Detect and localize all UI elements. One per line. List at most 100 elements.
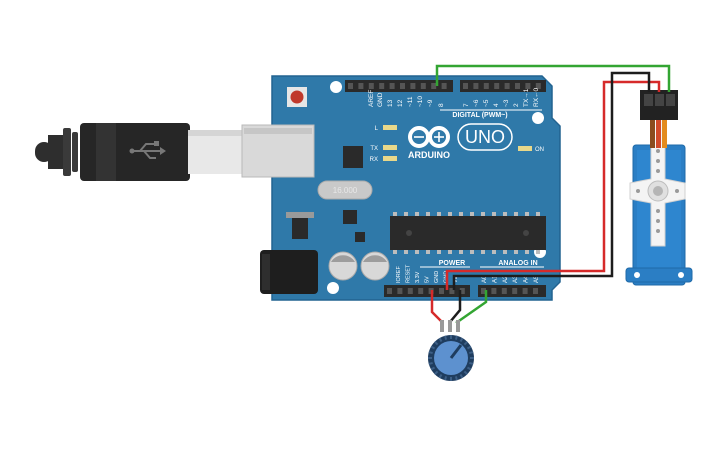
led-tx (383, 145, 397, 150)
wire-gnd-pot[interactable] (449, 290, 462, 323)
led-on (518, 146, 532, 151)
usb-icon (132, 143, 160, 159)
chip-pin (426, 212, 430, 216)
wire-5v-pot[interactable] (430, 290, 443, 323)
digital-pin-label: GND (377, 92, 384, 107)
digital-pin-label: 7 (463, 103, 470, 107)
brand-label: ARDUINO (408, 150, 450, 160)
micro-servo[interactable] (625, 90, 693, 286)
crystal-label: 16.000 (333, 186, 358, 195)
chip-pin (437, 212, 441, 216)
digital-pin-label: 12 (397, 99, 404, 107)
chip-pin (415, 212, 419, 216)
chip-pin (470, 250, 474, 254)
pot-pin (456, 320, 460, 332)
header-hole (358, 83, 364, 89)
pot-pin (440, 320, 444, 332)
wire-a0-pot[interactable] (455, 290, 488, 325)
atmega-chip (390, 216, 546, 250)
header-hole (481, 288, 486, 294)
pot-tooth (434, 341, 439, 346)
chip-pin (536, 250, 540, 254)
capacitor (360, 251, 390, 281)
pot-tooth (428, 361, 433, 365)
voltage-regulator (292, 213, 308, 239)
chip-pin (481, 250, 485, 254)
led-l (383, 125, 397, 130)
pot-tooth (444, 335, 448, 340)
pot-tooth (438, 337, 443, 343)
pot-tooth (454, 335, 458, 340)
header-hole (512, 288, 518, 294)
chip-pin (404, 250, 408, 254)
chip-pin (448, 212, 452, 216)
chip-pin (470, 212, 474, 216)
led-tx-label: TX (370, 146, 378, 152)
wire-gnd-servo[interactable] (452, 71, 651, 290)
header-hole (504, 83, 510, 89)
pot-tooth (454, 376, 458, 381)
analog-pin-label: A3 (513, 275, 519, 283)
crystal (317, 180, 373, 200)
header-hole (441, 83, 447, 89)
mounting-hole (330, 81, 342, 93)
analog-pin-label: A4 (524, 275, 530, 283)
analog-pin-label: A0 (482, 275, 488, 283)
usb-plug-metal (188, 130, 244, 174)
header-hole (449, 288, 455, 294)
led-on-label: ON (535, 147, 544, 153)
header-hole (348, 83, 353, 89)
chip-pin (514, 250, 518, 254)
pot-tooth (430, 366, 436, 371)
header-hole (420, 83, 426, 89)
header-hole (379, 83, 385, 89)
header-hole (407, 288, 413, 294)
digital-label: DIGITAL (PWM~) (452, 112, 507, 119)
chip-pin (426, 250, 430, 254)
pot-tooth (463, 370, 468, 375)
header-hole (501, 288, 507, 294)
chip-pin (492, 250, 496, 254)
power-label: POWER (439, 260, 465, 267)
pot-pin (448, 320, 452, 332)
arduino-logo-icon (408, 126, 450, 148)
digital-pin-label: RX←0 (533, 87, 540, 107)
led-rx (383, 156, 397, 161)
digital-pin-label: 2 (513, 103, 520, 107)
digital-header-right (460, 80, 546, 92)
power-pin-label: IOREF (396, 266, 402, 283)
digital-pin-label: 4 (493, 103, 500, 107)
header-hole (400, 83, 405, 89)
header-hole (368, 83, 374, 89)
mounting-hole (532, 112, 544, 124)
pot-tooth (459, 337, 464, 343)
wire-5v-servo[interactable] (445, 80, 661, 290)
pot-tooth (430, 345, 436, 350)
analog-pin-label: A2 (503, 275, 509, 283)
header-hole (418, 288, 424, 294)
header-hole (387, 288, 392, 294)
uno-badge (457, 123, 513, 151)
chip-pin (459, 212, 463, 216)
usb-cable[interactable] (35, 123, 244, 181)
wire-signal-servo[interactable] (435, 64, 671, 92)
arduino-uno-board[interactable]: 16.000 L TX RX ON ARDUINO (241, 75, 561, 301)
servo-horn[interactable] (629, 109, 686, 247)
model-label: UNO (465, 127, 505, 147)
header-hole (535, 83, 541, 89)
pot-tooth (459, 373, 464, 379)
pot-tooth (428, 351, 433, 355)
potentiometer[interactable] (428, 320, 474, 381)
chip-pin (503, 212, 507, 216)
digital-pin-label: ~6 (473, 99, 480, 107)
digital-pin-label: 8 (438, 103, 445, 107)
analog-pin-label: A1 (492, 275, 498, 283)
reset-button-cap[interactable] (290, 90, 304, 104)
chip-pin (481, 212, 485, 216)
digital-pin-label: TX→1 (523, 88, 530, 107)
header-hole (459, 288, 465, 294)
header-hole (473, 83, 479, 89)
dc-power-jack (260, 250, 318, 294)
header-hole (533, 288, 538, 294)
